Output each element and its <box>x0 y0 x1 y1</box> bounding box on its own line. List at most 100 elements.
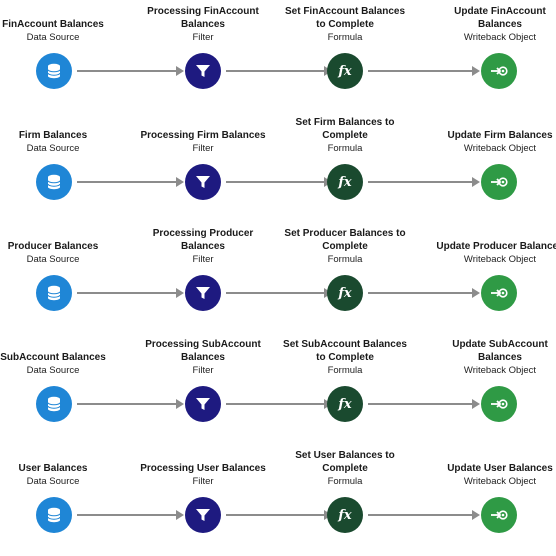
connector-arrow <box>77 399 184 409</box>
fx-glyph: fx <box>338 63 352 79</box>
connector-arrow <box>368 288 480 298</box>
node-type: Filter <box>192 476 214 487</box>
writeback-icon[interactable] <box>481 275 517 311</box>
pipeline-row: FinAccount Balances Data Source Processi… <box>0 0 556 111</box>
fx-glyph: fx <box>338 285 352 301</box>
data-source-node[interactable]: SubAccount Balances Data Source <box>0 339 118 377</box>
writeback-node[interactable]: Update User Balances Writeback Object <box>435 450 556 488</box>
writeback-icon[interactable] <box>481 164 517 200</box>
connector-arrow <box>226 66 332 76</box>
node-type: Data Source <box>26 32 80 43</box>
pipeline-row: Firm Balances Data Source Processing Fir… <box>0 111 556 222</box>
fx-icon[interactable]: fx <box>327 497 363 533</box>
node-title: Set Producer Balances to Complete <box>284 228 406 252</box>
node-type: Filter <box>192 32 214 43</box>
node-type: Data Source <box>26 143 80 154</box>
connector-arrow <box>368 510 480 520</box>
formula-node[interactable]: Set Producer Balances to Complete Formul… <box>280 228 410 266</box>
node-type: Formula <box>327 143 363 154</box>
node-title: Set SubAccount Balances to Complete <box>283 339 407 363</box>
node-title: Set User Balances to Complete <box>295 450 395 474</box>
node-type: Filter <box>192 254 214 265</box>
fx-icon[interactable]: fx <box>327 386 363 422</box>
node-title: Producer Balances <box>7 240 99 252</box>
node-title: Processing Producer Balances <box>152 228 254 252</box>
filter-icon[interactable] <box>185 386 221 422</box>
fx-icon[interactable]: fx <box>327 53 363 89</box>
node-type: Formula <box>327 365 363 376</box>
node-type: Data Source <box>26 254 80 265</box>
filter-icon[interactable] <box>185 164 221 200</box>
data-source-node[interactable]: FinAccount Balances Data Source <box>0 6 118 44</box>
data-source-node[interactable]: Producer Balances Data Source <box>0 228 118 266</box>
formula-node[interactable]: Set User Balances to Complete Formula <box>280 450 410 488</box>
writeback-icon[interactable] <box>481 497 517 533</box>
node-type: Writeback Object <box>463 476 537 487</box>
node-title: Update Firm Balances <box>447 129 553 141</box>
node-title: Processing User Balances <box>140 462 266 474</box>
data-source-node[interactable]: User Balances Data Source <box>0 450 118 488</box>
pipeline-row: SubAccount Balances Data Source Processi… <box>0 333 556 444</box>
node-title: Set FinAccount Balances to Complete <box>284 6 406 30</box>
database-icon[interactable] <box>36 164 72 200</box>
writeback-node[interactable]: Update SubAccount Balances Writeback Obj… <box>435 339 556 377</box>
fx-icon[interactable]: fx <box>327 164 363 200</box>
node-title: FinAccount Balances <box>2 18 104 30</box>
node-title: Update Producer Balances <box>436 240 556 252</box>
fx-glyph: fx <box>338 507 352 523</box>
filter-node[interactable]: Processing User Balances Filter <box>138 450 268 488</box>
connector-arrow <box>368 66 480 76</box>
node-type: Data Source <box>26 476 80 487</box>
data-source-node[interactable]: Firm Balances Data Source <box>0 117 118 155</box>
filter-icon[interactable] <box>185 53 221 89</box>
writeback-node[interactable]: Update Producer Balances Writeback Objec… <box>435 228 556 266</box>
node-title: Update User Balances <box>447 462 553 474</box>
node-type: Filter <box>192 143 214 154</box>
node-title: Update FinAccount Balances <box>454 6 546 30</box>
writeback-icon[interactable] <box>481 386 517 422</box>
connector-arrow <box>77 510 184 520</box>
filter-node[interactable]: Processing Producer Balances Filter <box>138 228 268 266</box>
formula-node[interactable]: Set FinAccount Balances to Complete Form… <box>280 6 410 44</box>
pipeline-row: User Balances Data Source Processing Use… <box>0 444 556 555</box>
filter-node[interactable]: Processing FinAccount Balances Filter <box>138 6 268 44</box>
formula-node[interactable]: Set Firm Balances to Complete Formula <box>280 117 410 155</box>
filter-icon[interactable] <box>185 497 221 533</box>
database-icon[interactable] <box>36 53 72 89</box>
node-type: Formula <box>327 254 363 265</box>
connector-arrow <box>77 288 184 298</box>
formula-node[interactable]: Set SubAccount Balances to Complete Form… <box>280 339 410 377</box>
node-title: Processing SubAccount Balances <box>145 339 261 363</box>
pipeline-row: Producer Balances Data Source Processing… <box>0 222 556 333</box>
connector-arrow <box>226 288 332 298</box>
connector-arrow <box>226 399 332 409</box>
node-title: SubAccount Balances <box>0 351 106 363</box>
node-title: Firm Balances <box>18 129 88 141</box>
database-icon[interactable] <box>36 386 72 422</box>
fx-glyph: fx <box>338 174 352 190</box>
writeback-node[interactable]: Update FinAccount Balances Writeback Obj… <box>435 6 556 44</box>
node-type: Formula <box>327 476 363 487</box>
filter-icon[interactable] <box>185 275 221 311</box>
node-type: Formula <box>327 32 363 43</box>
connector-arrow <box>226 177 332 187</box>
filter-node[interactable]: Processing Firm Balances Filter <box>138 117 268 155</box>
filter-node[interactable]: Processing SubAccount Balances Filter <box>138 339 268 377</box>
node-type: Data Source <box>26 365 80 376</box>
database-icon[interactable] <box>36 275 72 311</box>
database-icon[interactable] <box>36 497 72 533</box>
writeback-icon[interactable] <box>481 53 517 89</box>
node-type: Writeback Object <box>463 254 537 265</box>
node-title: Processing FinAccount Balances <box>147 6 259 30</box>
node-type: Writeback Object <box>463 143 537 154</box>
fx-glyph: fx <box>338 396 352 412</box>
connector-arrow <box>368 177 480 187</box>
node-title: Processing Firm Balances <box>140 129 266 141</box>
node-type: Filter <box>192 365 214 376</box>
fx-icon[interactable]: fx <box>327 275 363 311</box>
connector-arrow <box>77 177 184 187</box>
writeback-node[interactable]: Update Firm Balances Writeback Object <box>435 117 556 155</box>
connector-arrow <box>368 399 480 409</box>
connector-arrow <box>77 66 184 76</box>
